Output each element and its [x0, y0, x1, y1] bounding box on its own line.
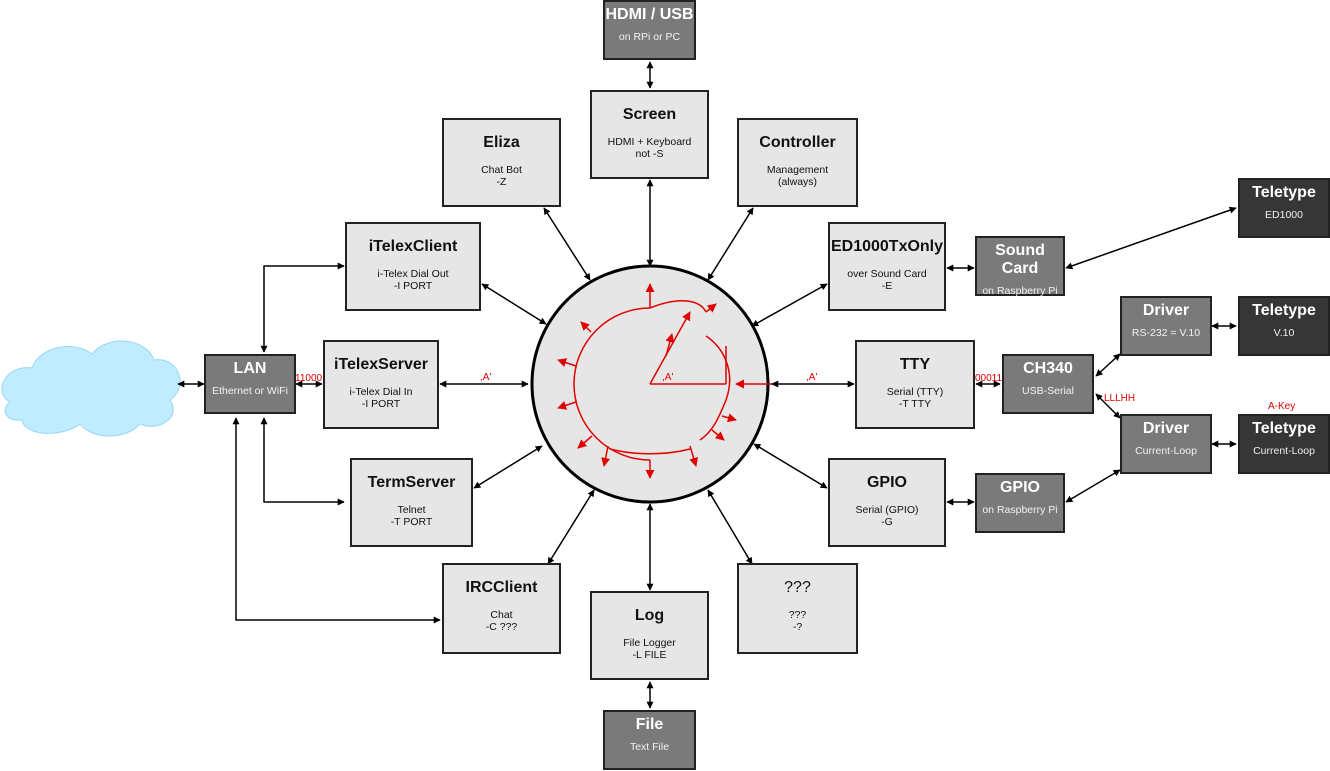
ch340-subtitle: USB-Serial: [1022, 385, 1074, 397]
lan-box: LAN Ethernet or WiFi: [204, 354, 296, 414]
driver-current-loop-subtitle: Current-Loop: [1135, 445, 1197, 457]
sound-card-box: Sound Card on Raspberry Pi: [975, 236, 1065, 297]
eliza-module-box: Eliza Chat Bot -Z: [442, 118, 561, 207]
eliza-module-subtitle: Chat Bot -Z: [481, 164, 522, 188]
driver-rs232-subtitle: RS-232 = V.10: [1131, 327, 1201, 339]
teletype-v10-subtitle: V.10: [1273, 327, 1295, 339]
ircclient-module-title: IRCClient: [465, 579, 538, 596]
driver-rs232-title: Driver: [1142, 302, 1190, 319]
unknown-module-box: ??? ??? -?: [737, 563, 858, 654]
gpio-pi-box: GPIO on Raspberry Pi: [975, 473, 1065, 533]
file-subtitle: Text File: [629, 741, 670, 753]
a-key-label: A-Key: [1268, 401, 1296, 412]
driver-current-loop-title: Driver: [1142, 420, 1190, 437]
ch340-box: CH340 USB-Serial: [1002, 354, 1094, 414]
screen-module-subtitle: HDMI + Keyboard not -S: [607, 136, 692, 160]
log-module-subtitle: File Logger -L FILE: [623, 637, 676, 661]
right-a-label: ,A': [806, 372, 818, 383]
log-module-box: Log File Logger -L FILE: [590, 591, 709, 680]
lllhh-label: LLLHH: [1104, 393, 1136, 404]
teletype-current-loop-box: Teletype Current-Loop: [1238, 414, 1330, 474]
ed1000txonly-module-subtitle: over Sound Card -E: [847, 268, 927, 292]
screen-module-title: Screen: [622, 106, 677, 123]
ch340-title: CH340: [1023, 360, 1073, 377]
teletype-ed1000-title: Teletype: [1252, 184, 1316, 201]
unknown-module-subtitle: ??? -?: [788, 609, 807, 633]
file-box: File Text File: [603, 710, 696, 770]
teletype-current-loop-title: Teletype: [1252, 420, 1316, 437]
lan-title: LAN: [233, 360, 267, 377]
left-a-label: ,A': [480, 372, 492, 383]
termserver-module-title: TermServer: [367, 474, 456, 491]
driver-rs232-box: Driver RS-232 = V.10: [1120, 296, 1212, 356]
ircclient-module-subtitle: Chat -C ???: [485, 609, 518, 633]
lan-port-label: 11000: [295, 373, 323, 384]
termserver-module-box: TermServer Telnet -T PORT: [350, 458, 473, 547]
teletype-current-loop-subtitle: Current-Loop: [1253, 445, 1315, 457]
log-module-title: Log: [634, 607, 665, 624]
unknown-module-title: ???: [784, 579, 811, 596]
itelexclient-module-box: iTelexClient i-Telex Dial Out -I PORT: [345, 222, 481, 311]
itelexclient-module-subtitle: i-Telex Dial Out -I PORT: [377, 268, 449, 292]
controller-module-subtitle: Management (always): [766, 164, 829, 188]
itelexserver-module-subtitle: i-Telex Dial In -I PORT: [349, 386, 413, 410]
controller-module-box: Controller Management (always): [737, 118, 858, 207]
termserver-module-subtitle: Telnet -T PORT: [390, 504, 433, 528]
hdmi-usb-box: HDMI / USB on RPi or PC: [603, 0, 696, 60]
gpio-module-box: GPIO Serial (GPIO) -G: [828, 458, 946, 547]
teletype-v10-box: Teletype V.10: [1238, 296, 1330, 356]
hdmi-usb-title: HDMI / USB: [605, 6, 694, 23]
file-title: File: [635, 716, 664, 733]
sound-card-title: Sound Card: [995, 242, 1045, 277]
gpio-pi-subtitle: on Raspberry Pi: [982, 504, 1058, 516]
itelexclient-module-title: iTelexClient: [368, 238, 458, 255]
teletype-ed1000-subtitle: ED1000: [1265, 209, 1303, 221]
center-a-label: ,A': [662, 372, 674, 383]
lan-subtitle: Ethernet or WiFi: [212, 385, 288, 397]
controller-module-title: Controller: [759, 134, 836, 151]
gpio-module-title: GPIO: [866, 474, 907, 491]
teletype-ed1000-box: Teletype ED1000: [1238, 178, 1330, 238]
screen-module-box: Screen HDMI + Keyboard not -S: [590, 90, 709, 179]
ed1000txonly-module-title: ED1000TxOnly: [830, 238, 944, 255]
connectors: [177, 61, 1237, 709]
ed1000txonly-module-box: ED1000TxOnly over Sound Card -E: [828, 222, 946, 311]
tty-module-title: TTY: [899, 356, 931, 373]
hub-routing-lines: [557, 283, 772, 479]
eliza-module-title: Eliza: [483, 134, 520, 151]
driver-current-loop-box: Driver Current-Loop: [1120, 414, 1212, 474]
hdmi-usb-subtitle: on RPi or PC: [618, 31, 681, 43]
teletype-v10-title: Teletype: [1252, 302, 1316, 319]
sound-card-subtitle: on Raspberry Pi: [982, 285, 1058, 297]
network-cloud-icon: [1, 340, 181, 437]
itelexserver-module-box: iTelexServer i-Telex Dial In -I PORT: [323, 340, 439, 429]
tty-module-subtitle: Serial (TTY) -T TTY: [886, 386, 944, 410]
gpio-module-subtitle: Serial (GPIO) -G: [855, 504, 919, 528]
ircclient-module-box: IRCClient Chat -C ???: [442, 563, 561, 654]
tty-port-label: 00011: [975, 373, 1002, 384]
gpio-pi-title: GPIO: [999, 479, 1040, 496]
itelexserver-module-title: iTelexServer: [334, 356, 428, 373]
tty-module-box: TTY Serial (TTY) -T TTY: [855, 340, 975, 429]
